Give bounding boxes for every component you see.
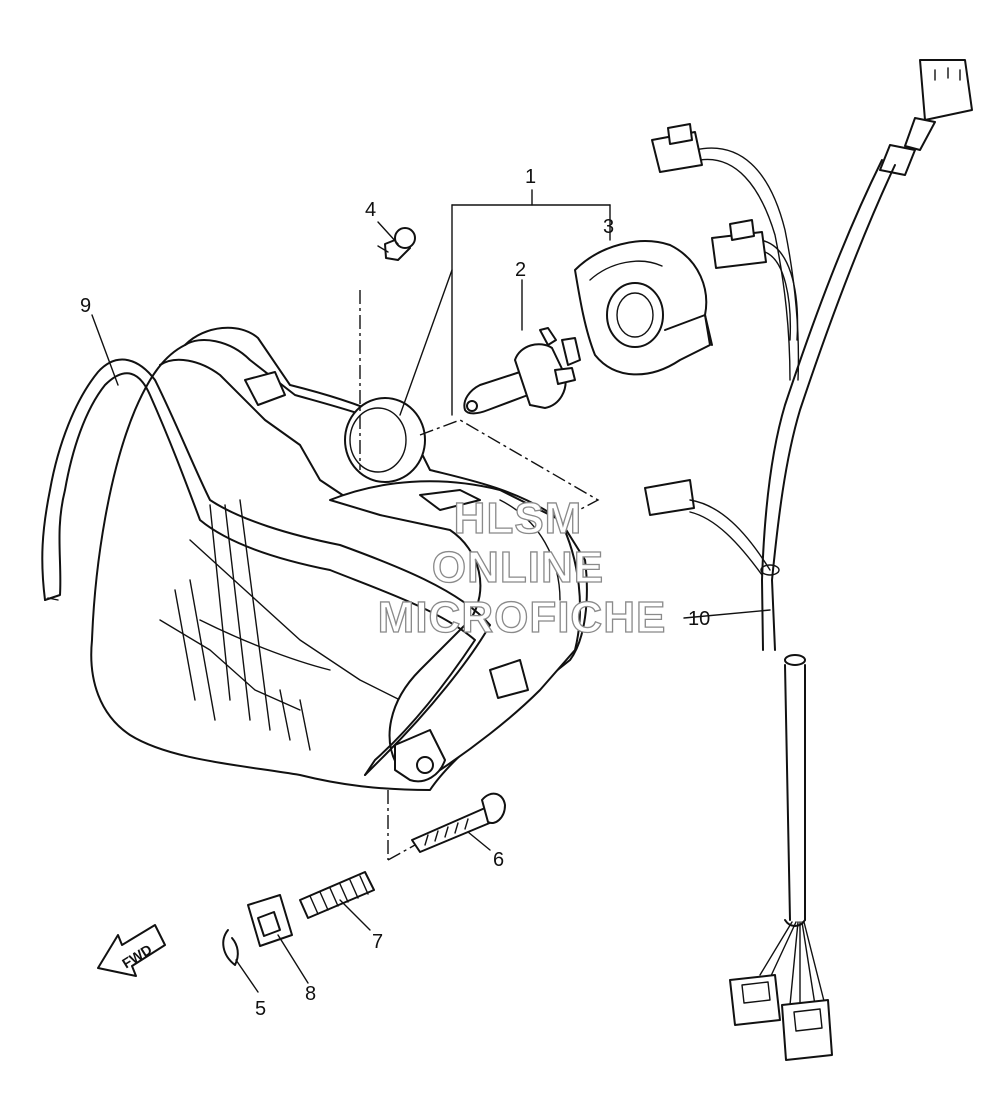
- adjust-screw: [411, 792, 506, 853]
- callout-4: 4: [365, 199, 376, 221]
- callout-2: 2: [515, 259, 526, 281]
- fwd-arrow-icon: FWD: [97, 924, 166, 977]
- callout-5: 5: [255, 998, 266, 1020]
- watermark-line-2: ONLINE: [432, 543, 604, 592]
- wire-harness: [644, 59, 973, 1061]
- nut-plate: [247, 894, 293, 947]
- spring-clip: [222, 929, 239, 966]
- headlight-assembly: [90, 326, 588, 791]
- callout-3: 3: [603, 216, 614, 238]
- socket-cover: [574, 240, 713, 376]
- grommet-clip: [377, 227, 416, 261]
- callout-9: 9: [80, 295, 91, 317]
- assembly-leaders: [359, 189, 611, 861]
- callout-labels: 1 2 3 4 5 6 7 8 9 10: [80, 166, 710, 1020]
- callout-6: 6: [493, 849, 504, 871]
- callout-10: 10: [688, 608, 710, 630]
- callout-7: 7: [372, 931, 383, 953]
- gasket-seal: [41, 358, 491, 776]
- callout-leaders: [91, 221, 771, 993]
- watermark-line-1: HLSM: [454, 494, 583, 543]
- spring: [299, 871, 375, 919]
- watermark-line-3: MICROFICHE: [378, 593, 667, 642]
- callout-1: 1: [525, 166, 536, 188]
- headlight-bulb: [463, 327, 581, 415]
- watermark: HLSM ONLINE MICROFICHE: [377, 493, 667, 642]
- callout-8: 8: [305, 983, 316, 1005]
